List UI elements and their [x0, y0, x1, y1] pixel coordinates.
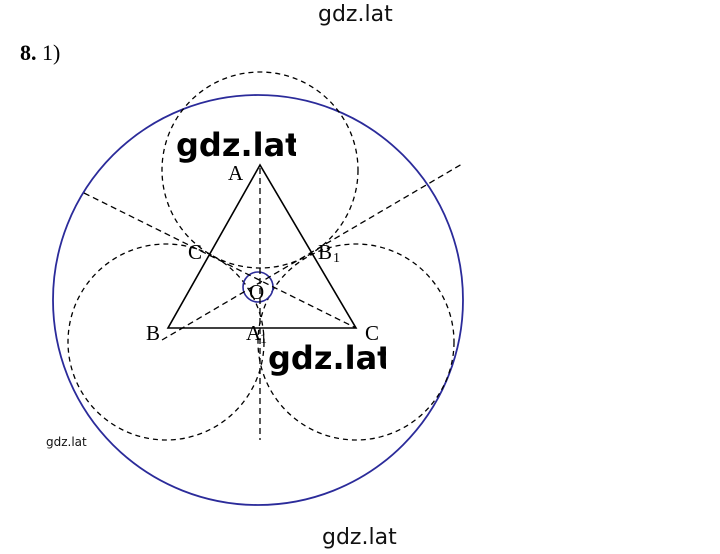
problem-part: 1): [42, 40, 61, 65]
label-c: C: [365, 321, 379, 345]
label-b: B: [146, 321, 160, 345]
label-a: A: [228, 161, 244, 185]
problem-heading: 8. 1): [20, 40, 60, 66]
problem-number: 8.: [20, 40, 37, 65]
watermark-small: gdz.lat: [46, 435, 87, 449]
label-a1: A: [246, 321, 262, 345]
watermark-top: gdz.lat: [318, 2, 393, 27]
label-b1-sub: 1: [333, 251, 340, 266]
triangle-abc: [166, 163, 358, 329]
label-a1-sub: 1: [260, 332, 267, 347]
line-c-c1: [83, 192, 357, 329]
circle-around-c: [257, 243, 455, 441]
watermark-bottom: gdz.lat: [322, 525, 397, 550]
watermark-bold-1: gdz.lat: [176, 129, 296, 163]
watermark-bold-2: gdz.lat: [268, 342, 386, 376]
circle-around-b: [67, 243, 265, 441]
label-o: O: [249, 280, 264, 304]
outer-circle: [52, 94, 464, 506]
label-b1: B: [318, 240, 332, 264]
label-c1: C: [188, 240, 202, 264]
